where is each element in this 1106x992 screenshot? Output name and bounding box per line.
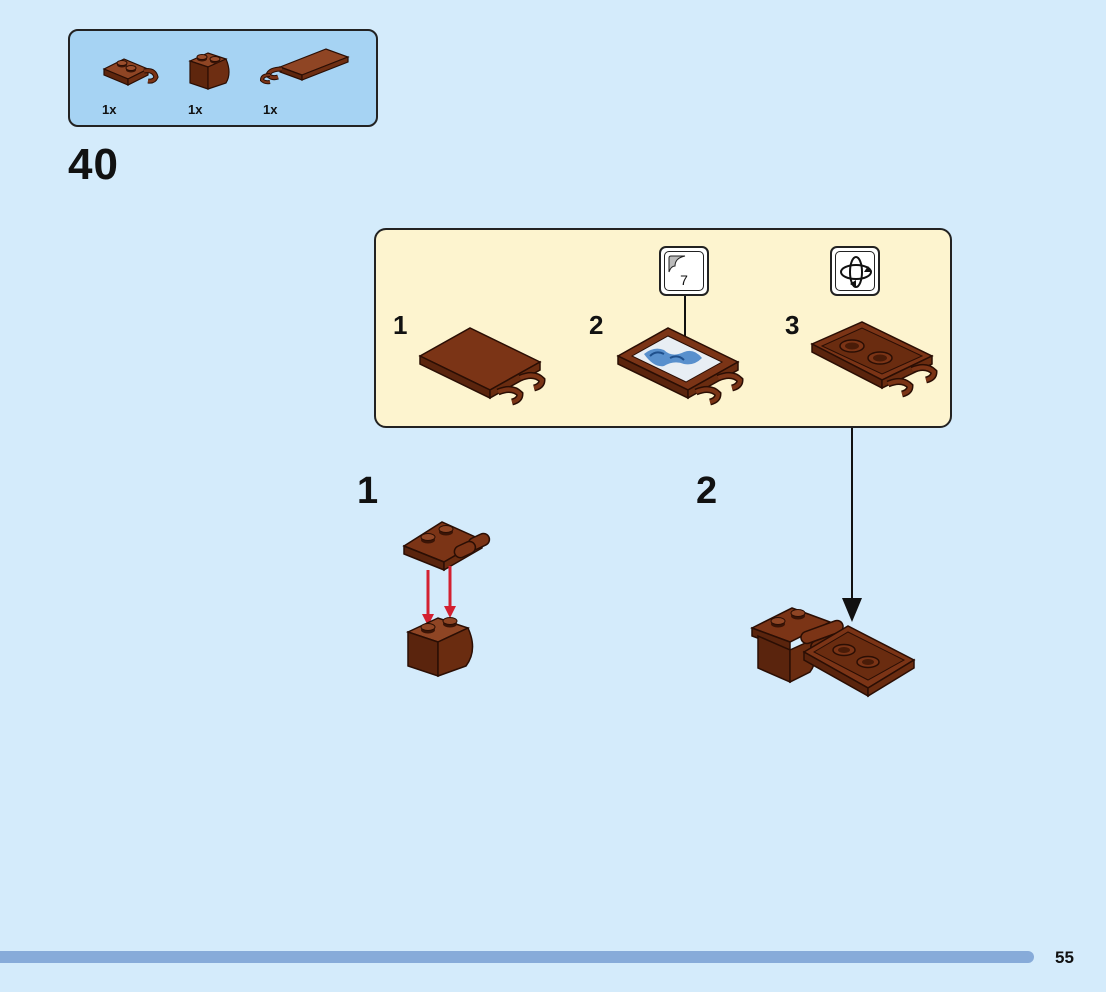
sticker-number: 7	[680, 272, 688, 288]
part-plate-with-clips-long	[260, 45, 352, 89]
main-step-2-illustration	[750, 607, 916, 698]
footer-progress-bar	[0, 951, 1034, 963]
subassembly-step-1-plate	[418, 327, 546, 406]
subassembly-box: 1 2 3 7	[374, 228, 952, 428]
subassembly-step-2-plate	[616, 327, 744, 406]
main-step-1-number: 1	[357, 470, 379, 512]
plate-with-clips-icon	[102, 58, 159, 86]
part-plate-with-clips	[100, 49, 164, 91]
subassembly-connector-line	[851, 428, 853, 603]
step-number: 40	[68, 140, 119, 189]
part-qty-3: 1x	[263, 102, 278, 117]
plate-long-icon	[260, 48, 350, 85]
rotate-icon	[830, 246, 880, 296]
sticker-callout-line	[684, 296, 686, 348]
page-number: 55	[1055, 948, 1074, 967]
rotate-arrows-icon	[840, 256, 872, 288]
main-step-2-number: 2	[696, 470, 718, 512]
part-brick-round-corner	[186, 47, 234, 93]
subassembly-step-1-number: 1	[393, 310, 408, 340]
subassembly-step-3-number: 3	[785, 310, 800, 340]
part-qty-2: 1x	[188, 102, 203, 117]
sticker-peel-icon	[668, 255, 686, 273]
part-qty-1: 1x	[102, 102, 117, 117]
subassembly-step-2-number: 2	[589, 310, 604, 340]
subassembly-step-3-plate	[810, 321, 938, 398]
subassembly-connector-arrow-icon	[842, 598, 862, 622]
brick-round-corner-icon	[188, 52, 230, 90]
sticker-icon: 7	[659, 246, 709, 296]
main-step-1-illustration	[402, 521, 491, 678]
parts-list-box: 1x 1x 1x	[68, 29, 378, 127]
